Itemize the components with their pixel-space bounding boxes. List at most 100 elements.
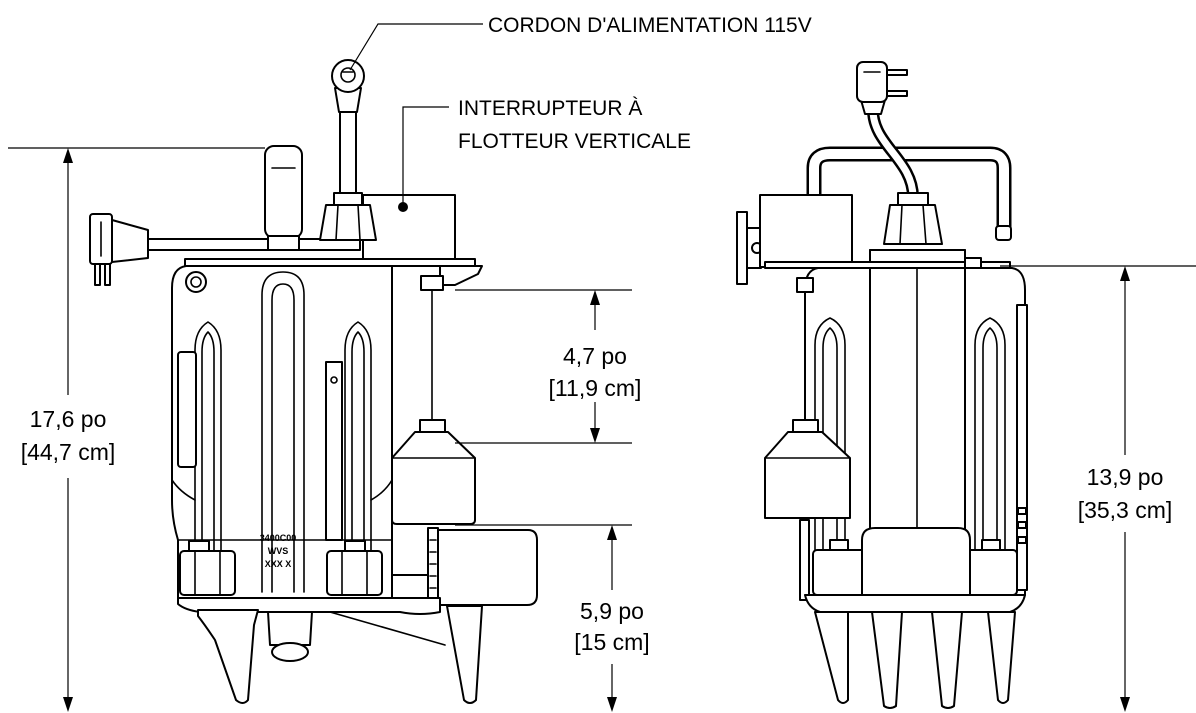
- overall-height-arrowhead-up: [63, 148, 73, 163]
- float-travel-arrowhead-down: [590, 428, 600, 443]
- right-rib: [344, 321, 372, 596]
- housing-mark: [1017, 521, 1027, 529]
- top-plug-head: [331, 59, 365, 93]
- strain-relief-flat: [357, 204, 361, 241]
- side-window: [177, 351, 197, 468]
- discharge-housing: [435, 529, 538, 606]
- discharge-block-side: [861, 527, 971, 601]
- overall-height-dimension: 17,6 po [44,7 cm]: [8, 147, 265, 712]
- side-foot-right: [987, 611, 1016, 704]
- base-and-feet-side: [804, 594, 1026, 709]
- side-foot-center-right: [931, 611, 963, 709]
- center-foot: [267, 611, 313, 646]
- nameplate: 3400C00 WVS XXX X: [260, 533, 297, 569]
- center-grip-channel-inner: [271, 283, 295, 593]
- float-travel-imperial: 4,7 po: [563, 343, 627, 369]
- handle-loop-fill: [809, 149, 1009, 245]
- float-rod-holder-side: [796, 277, 814, 293]
- overall-height-arrowhead-down: [63, 697, 73, 712]
- top-plate-side: [764, 261, 1011, 269]
- base-strut: [329, 611, 446, 646]
- body-height-imperial: 13,9 po: [1087, 464, 1164, 490]
- right-lobe-rib: [974, 317, 1006, 596]
- housing-ribs: [171, 271, 393, 596]
- activation-level-imperial: 5,9 po: [580, 598, 644, 624]
- strain-relief-cap: [333, 192, 363, 206]
- float-travel-metric: [11,9 cm]: [549, 375, 642, 401]
- top-plug-inner: [340, 67, 356, 83]
- nameplate-line-3: XXX X: [265, 559, 292, 569]
- strain-relief-nut-side: [883, 204, 943, 245]
- activation-level-arrowhead-down: [607, 697, 617, 712]
- housing-ribs-side: [814, 317, 1027, 596]
- right-lobe-rib-inner: [982, 327, 998, 596]
- float-rod-scale-side: [799, 519, 810, 601]
- right-rib-inner: [351, 331, 365, 596]
- power-cord-fill: [869, 109, 917, 198]
- side-plug-prong: [94, 263, 101, 286]
- left-lobe-rib: [814, 317, 846, 596]
- body-height-metric: [35,3 cm]: [1078, 497, 1173, 523]
- handle-grip: [264, 145, 303, 239]
- power-cord-leader-line: [349, 23, 483, 71]
- side-view-pump: [736, 61, 1028, 709]
- overall-height-metric: [44,7 cm]: [21, 439, 116, 465]
- left-foot: [197, 609, 259, 704]
- power-cord-side: [856, 61, 919, 198]
- strain-relief-flat-side: [899, 204, 903, 245]
- top-plug-prong-side: [886, 90, 908, 97]
- left-rib: [194, 321, 222, 596]
- housing-eyelet: [185, 271, 207, 293]
- housing-waist-right: [370, 479, 393, 501]
- center-grip-channel: [261, 271, 305, 593]
- top-plate-fitting: [964, 257, 982, 269]
- power-cord-pipe: [339, 109, 357, 199]
- nameplate-line-2: WVS: [268, 546, 289, 556]
- power-cord-assembly: [331, 59, 365, 199]
- body-height-arrowhead-up: [1120, 266, 1130, 281]
- float-cap-side: [792, 419, 819, 433]
- housing-bolts-side: [812, 539, 1018, 596]
- float-switch-leader-line: [402, 106, 449, 205]
- power-cord-label: CORDON D'ALIMENTATION 115V: [488, 14, 812, 37]
- float-body-side: [764, 431, 851, 519]
- handle-collar: [267, 235, 300, 251]
- top-plug-prong-side: [886, 69, 908, 76]
- strain-relief-flat-side: [922, 204, 927, 245]
- strain-relief-cap-side: [897, 192, 929, 206]
- overall-height-imperial: 17,6 po: [30, 406, 107, 432]
- float-switch-callout: INTERRUPTEUR À FLOTTEUR VERTICALE: [398, 97, 691, 212]
- nameplate-model: 3400C00: [260, 533, 297, 543]
- side-plug: [89, 213, 149, 286]
- bolt-block-side-left: [812, 549, 866, 596]
- cord-guide-strip: [1016, 304, 1028, 591]
- top-plate-bar: [184, 258, 476, 267]
- side-foot-center-left: [871, 611, 903, 709]
- carry-handle: [264, 145, 303, 251]
- float-body: [391, 431, 476, 525]
- float-switch-label-line-2: FLOTTEUR VERTICALE: [458, 130, 691, 153]
- float-cap: [419, 419, 446, 433]
- strain-relief-nut: [319, 204, 377, 241]
- side-plug-body: [111, 219, 149, 263]
- bolt-block-side-right: [964, 549, 1018, 596]
- float-rod-holder: [420, 275, 444, 291]
- front-view-pump: 3400C00 WVS XXX X: [89, 59, 538, 704]
- base-and-feet-front: [177, 597, 483, 704]
- activation-level-dimension: 5,9 po [15 cm]: [455, 524, 650, 712]
- top-plate-tab: [439, 265, 483, 286]
- center-foot-cap: [271, 642, 309, 662]
- switch-box-front: [362, 194, 456, 264]
- switch-box-side: [736, 194, 853, 285]
- body-height-dimension: 13,9 po [35,3 cm]: [1000, 265, 1196, 712]
- bolt-block-right: [326, 550, 383, 596]
- activation-level-metric: [15 cm]: [574, 629, 649, 655]
- discharge-volute-front: [391, 527, 538, 606]
- housing-bolts: [179, 540, 383, 596]
- body-height-arrowhead-down: [1120, 697, 1130, 712]
- housing-mark: [1017, 507, 1027, 515]
- top-plate: [184, 258, 483, 286]
- left-rib-inner: [201, 331, 215, 596]
